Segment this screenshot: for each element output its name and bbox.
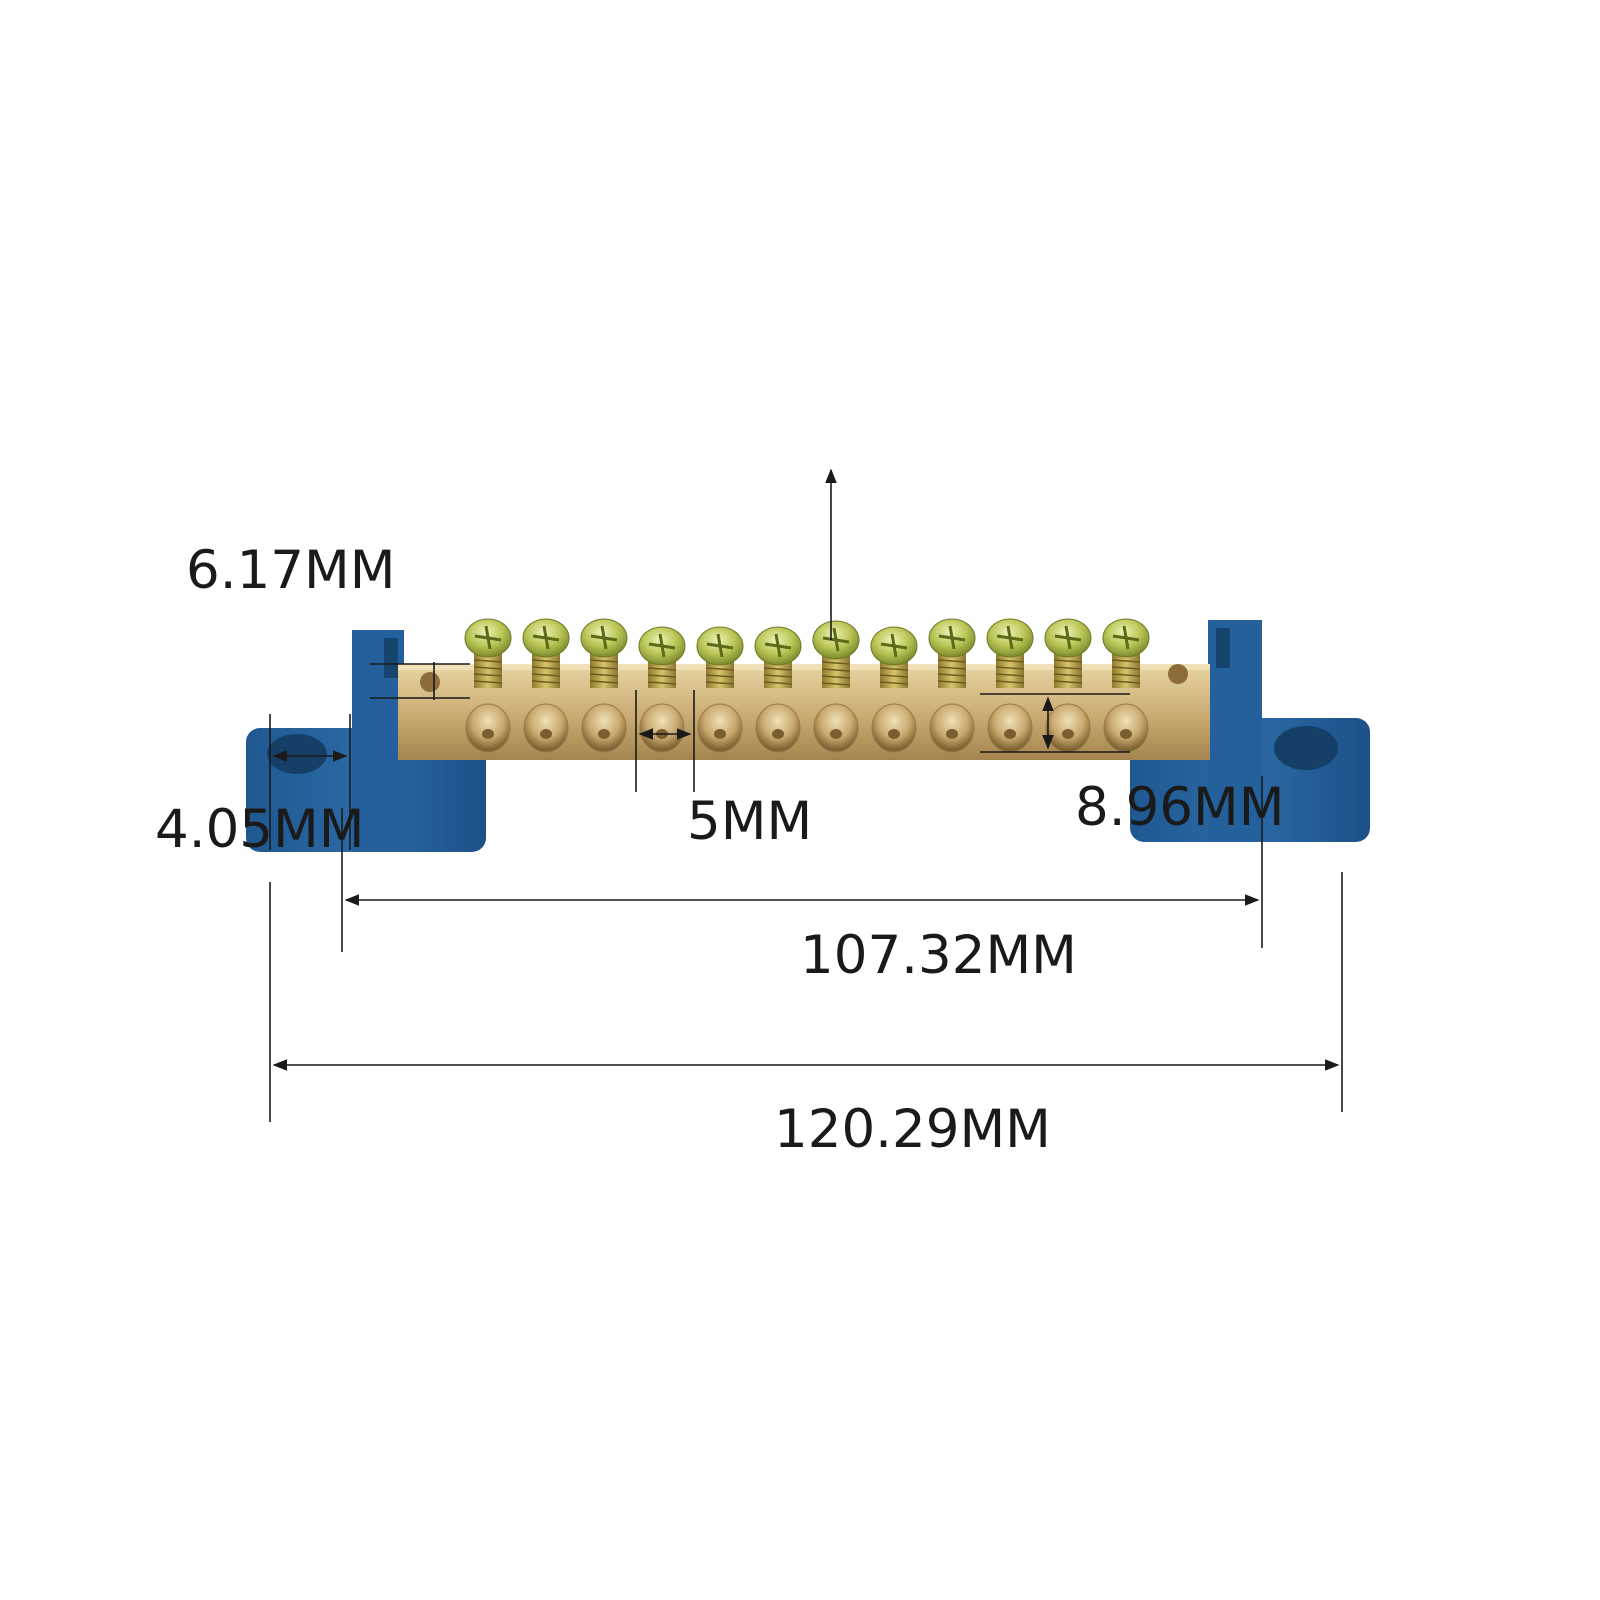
thread-line: [531, 673, 561, 677]
end-hole-right: [1168, 664, 1188, 684]
wire-hole: [581, 703, 627, 753]
end-hole-left: [420, 672, 440, 692]
wire-hole-center: [598, 729, 610, 739]
thread-line: [1053, 666, 1083, 670]
thread-line: [1111, 659, 1141, 663]
thread-line: [995, 673, 1025, 677]
thread-line: [1111, 680, 1141, 684]
thread-line: [937, 680, 967, 684]
dimension-lines: [269, 468, 1343, 1122]
screw-slot: [764, 633, 792, 658]
hole-pitch-label: 5MM: [687, 791, 813, 852]
thread-line: [647, 674, 677, 678]
wire-hole: [1045, 703, 1091, 753]
thread-line: [473, 659, 503, 663]
left-mount-hole: [267, 734, 327, 774]
thread-line: [821, 682, 851, 686]
wire-hole-center: [888, 729, 900, 739]
thread-line: [821, 661, 851, 665]
wire-hole-center: [1120, 729, 1132, 739]
thread-line: [821, 668, 851, 672]
thread-line: [1111, 673, 1141, 677]
wire-hole: [1103, 703, 1149, 753]
thread-line: [937, 673, 967, 677]
thread-line: [589, 659, 619, 663]
wire-hole: [813, 703, 859, 753]
wire-hole-center: [1004, 729, 1016, 739]
thread-line: [705, 681, 735, 685]
thread-line: [995, 659, 1025, 663]
thread-line: [1111, 666, 1141, 670]
thread-line: [589, 666, 619, 670]
thread-line: [937, 666, 967, 670]
wire-hole: [987, 703, 1033, 753]
thread-line: [763, 667, 793, 671]
wire-hole: [755, 703, 801, 753]
screw-slot: [880, 633, 908, 658]
thread-line: [647, 667, 677, 671]
screws: [464, 618, 1150, 688]
wire-holes: [465, 703, 1149, 753]
thread-line: [879, 681, 909, 685]
thread-line: [473, 666, 503, 670]
overall-length-label: 120.29MM: [774, 1099, 1051, 1160]
brass-bar: [398, 664, 1210, 760]
thread-line: [473, 680, 503, 684]
hole-height-label: 8.96MM: [1075, 777, 1285, 838]
thread-line: [1053, 659, 1083, 663]
thread-line: [473, 673, 503, 677]
thread-line: [705, 674, 735, 678]
screw-slot: [822, 627, 850, 652]
thread-line: [531, 680, 561, 684]
wire-hole: [523, 703, 569, 753]
thread-line: [589, 673, 619, 677]
screw-slot: [590, 625, 618, 650]
right-mount-hole: [1274, 726, 1338, 770]
thread-line: [763, 681, 793, 685]
wire-hole: [929, 703, 975, 753]
wire-hole-center: [830, 729, 842, 739]
wire-hole: [871, 703, 917, 753]
thread-line: [937, 659, 967, 663]
thread-line: [531, 659, 561, 663]
thread-line: [589, 680, 619, 684]
wire-hole: [639, 703, 685, 753]
screw-slot: [532, 625, 560, 650]
mount-hole-span-label: 107.32MM: [800, 925, 1077, 986]
wire-hole-center: [1062, 729, 1074, 739]
thread-line: [995, 680, 1025, 684]
thread-line: [531, 666, 561, 670]
wire-hole: [697, 703, 743, 753]
thread-line: [1053, 680, 1083, 684]
thread-line: [705, 667, 735, 671]
thread-line: [821, 675, 851, 679]
screw-slot: [648, 633, 676, 658]
thread-line: [1053, 673, 1083, 677]
screw-slot: [996, 625, 1024, 650]
wire-hole-center: [540, 729, 552, 739]
screw-slot: [1112, 625, 1140, 650]
wire-hole-center: [946, 729, 958, 739]
screw-slot: [706, 633, 734, 658]
screw-slot: [938, 625, 966, 650]
thread-line: [647, 681, 677, 685]
wire-hole-center: [714, 729, 726, 739]
wire-hole: [465, 703, 511, 753]
screw-slot: [1054, 625, 1082, 650]
thread-line: [879, 674, 909, 678]
thread-line: [879, 667, 909, 671]
screw-slot: [474, 625, 502, 650]
wire-hole-center: [772, 729, 784, 739]
thread-line: [763, 674, 793, 678]
wire-hole-center: [482, 729, 494, 739]
bar-height-label: 6.17MM: [186, 540, 396, 601]
mount-hole-width-label: 4.05MM: [155, 799, 365, 860]
thread-line: [995, 666, 1025, 670]
